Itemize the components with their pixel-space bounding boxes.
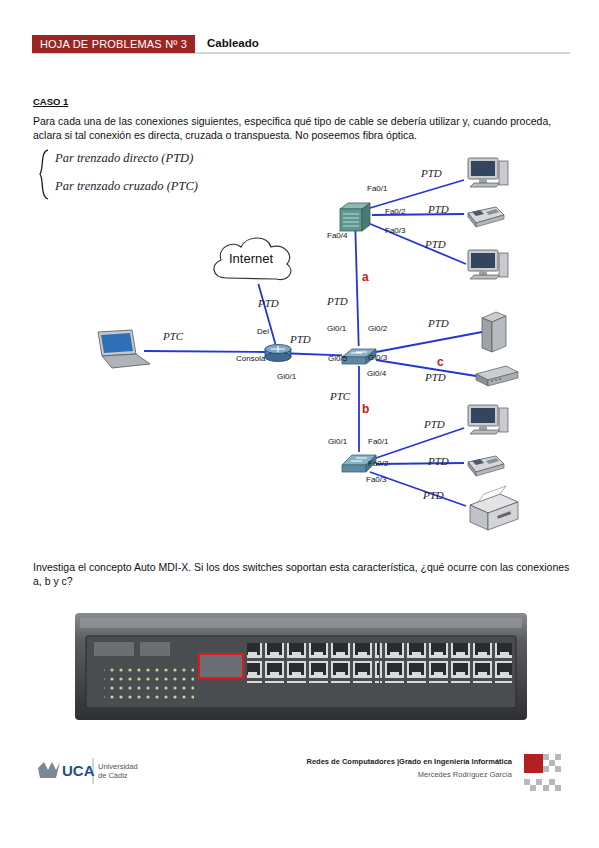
switch-node: Gi0/1Fa0/1Fa0/2Fa0/3	[342, 452, 376, 474]
port-label: Gi0/1	[328, 437, 347, 446]
port-label: Fa0/1	[367, 184, 387, 193]
port-label: Gi0/3	[368, 353, 387, 362]
switch-photo	[75, 613, 527, 720]
pc-icon	[468, 405, 508, 434]
cable-note: PTD	[327, 295, 348, 307]
footer-graphics	[38, 754, 561, 791]
cable-note: PTD	[425, 238, 446, 250]
router-node: DelConsolaGi0/1	[265, 344, 291, 362]
question-text: Investiga el concepto Auto MDI-X. Si los…	[33, 560, 578, 588]
port-label: Gi0/4	[367, 369, 386, 378]
device-wires	[144, 180, 482, 506]
section-title: Cableado	[207, 37, 259, 49]
instruction-text: Para cada una de las conexiones siguient…	[33, 114, 573, 142]
switch-node: Gi0/1Gi0/2Gi0/5Gi0/3Gi0/4	[342, 346, 376, 366]
end-devices	[98, 158, 518, 530]
cable-link	[355, 231, 358, 346]
header-band: HOJA DE PROBLEMAS Nº 3	[32, 35, 195, 53]
footer-course: Redes de Computadores |Grado en Ingenier…	[270, 757, 512, 766]
port-label: Fa0/3	[385, 226, 405, 235]
logo-text: UCA	[62, 762, 95, 779]
cable-note: PTD	[421, 167, 442, 179]
cable-note: PTD	[425, 371, 446, 383]
logo-subtext: Universidad de Cádiz	[98, 762, 144, 780]
connection-letter: a	[362, 270, 369, 284]
handwritten-note: Par trenzado directo (PTD)	[55, 151, 193, 166]
pc-icon	[468, 158, 508, 187]
hand-brace	[40, 150, 48, 199]
port-label: Gi0/2	[368, 324, 387, 333]
connection-letter: c	[437, 355, 444, 369]
cable-note: PTD	[428, 455, 449, 467]
server-icon	[482, 312, 506, 352]
cable-link	[358, 366, 360, 452]
cable-note: PTD	[428, 203, 449, 215]
l3switch-outline	[340, 203, 370, 231]
internet-cloud: Internet	[208, 232, 294, 284]
cable-note: PTD	[258, 297, 279, 309]
case-heading: CASO 1	[33, 96, 68, 107]
handwritten-note: Par trenzado cruzado (PTC)	[55, 179, 198, 194]
port-label: Fa0/2	[385, 207, 405, 216]
port-label: Fa0/4	[327, 231, 347, 240]
printer-icon	[470, 486, 518, 530]
cable-note: PTC	[163, 330, 183, 342]
cable-note: PTC	[330, 390, 350, 402]
cable-note: PTD	[423, 489, 444, 501]
port-label: Del	[257, 327, 269, 336]
switch-node: Fa0/1Fa0/2Fa0/3Fa0/4	[340, 203, 370, 231]
access-point-icon	[476, 366, 518, 386]
pc-icon	[468, 250, 508, 279]
cable-note: PTD	[290, 333, 311, 345]
router-outline	[265, 344, 291, 362]
phone-icon	[468, 207, 504, 227]
cable-note: PTD	[424, 418, 445, 430]
connection-letter: b	[362, 402, 369, 416]
phone-icon	[468, 456, 504, 476]
port-label: Fa0/3	[366, 475, 386, 484]
port-label: Fa0/1	[368, 437, 388, 446]
cable-note: PTD	[428, 317, 449, 329]
cloud-label: Internet	[208, 232, 294, 284]
laptop-icon	[98, 330, 150, 368]
port-label: Fa0/2	[368, 459, 388, 468]
port-label: Gi0/1	[327, 324, 346, 333]
port-label: Consola	[236, 354, 265, 363]
footer-author: Mercedes Rodríguez García	[270, 770, 512, 779]
port-label: Gi0/5	[328, 354, 347, 363]
header-text: HOJA DE PROBLEMAS Nº 3	[32, 35, 195, 53]
port-label: Gi0/1	[277, 372, 296, 381]
